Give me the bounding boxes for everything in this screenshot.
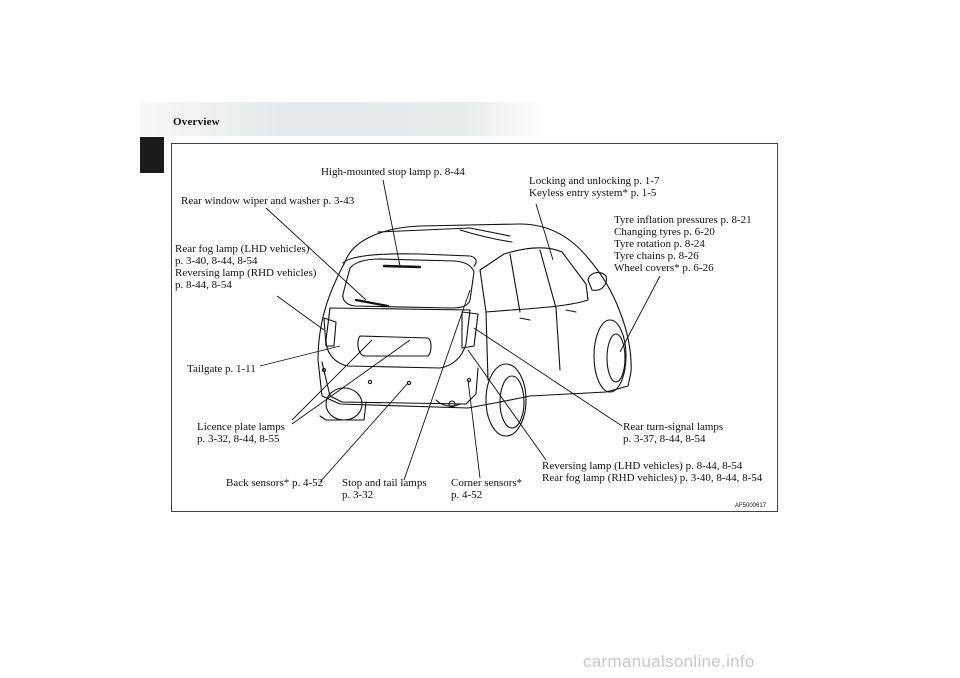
label-tyres: Tyre inflation pressures p. 8-21 Changin… (614, 214, 752, 274)
label-line: Keyless entry system* p. 1-5 (529, 187, 657, 199)
licence-plate-recess (357, 335, 432, 357)
label-line: Reversing lamp (LHD vehicles) p. 8-44, 8… (542, 460, 743, 472)
watermark[interactable]: carmanualsonline.info (583, 652, 755, 671)
label-rear-turn-signal: Rear turn-signal lamps p. 3-37, 8-44, 8-… (623, 421, 723, 445)
label-back-sensors: Back sensors* p. 4-52 (226, 477, 324, 489)
page-section-title: Overview (173, 116, 220, 128)
label-corner-sensors: Corner sensors* p. 4-52 (451, 477, 522, 501)
side-mirror (587, 271, 607, 291)
label-line: p. 3-40, 8-44, 8-54 (175, 255, 258, 267)
header-band (140, 102, 548, 136)
rear-wiper (354, 298, 390, 308)
label-line: Changing tyres p. 6-20 (614, 226, 715, 238)
label-line: p. 3-32, 8-44, 8-55 (197, 433, 280, 445)
label-line: Rear turn-signal lamps (623, 421, 724, 433)
front-right-wheel (593, 319, 627, 393)
label-high-mounted-stop-lamp: High-mounted stop lamp p. 8-44 (321, 166, 465, 178)
label-line: Reversing lamp (RHD vehicles) (175, 267, 317, 279)
label-line: Rear fog lamp (RHD vehicles) p. 3-40, 8-… (542, 472, 763, 484)
label-stop-tail-lamps: Stop and tail lamps p. 3-32 (342, 477, 427, 501)
label-line: Corner sensors* (451, 477, 523, 489)
label-reversing-lamp-lhd: Reversing lamp (LHD vehicles) p. 8-44, 8… (542, 460, 762, 484)
label-line: p. 8-44, 8-54 (175, 279, 232, 291)
right-tail-lamp (461, 311, 479, 349)
label-line: Tyre chains p. 8-26 (614, 250, 699, 262)
tailgate-panel (325, 307, 471, 369)
label-line: p. 3-32 (342, 489, 374, 501)
high-mounted-stop-lamp (382, 264, 422, 269)
label-rear-fog-lamp-lhd: Rear fog lamp (LHD vehicles) p. 3-40, 8-… (175, 243, 316, 291)
label-line: Stop and tail lamps (342, 477, 427, 489)
roof-rail (377, 227, 511, 237)
label-line: Rear fog lamp (LHD vehicles) (175, 243, 310, 255)
left-tail-lamp (323, 317, 337, 347)
label-line: Tyre rotation p. 8-24 (614, 238, 705, 250)
section-tab-marker (140, 137, 164, 173)
label-line: Locking and unlocking p. 1-7 (529, 175, 660, 187)
label-tailgate: Tailgate p. 1-11 (187, 363, 256, 375)
label-line: Wheel covers* p. 6-26 (614, 262, 714, 274)
rear-right-wheel (485, 363, 527, 437)
label-locking-unlocking: Locking and unlocking p. 1-7 Keyless ent… (529, 175, 659, 199)
label-line: p. 3-37, 8-44, 8-54 (623, 433, 706, 445)
figure-code: AF5000617 (735, 503, 767, 509)
label-line: p. 4-52 (451, 489, 483, 501)
label-licence-plate-lamps: Licence plate lamps p. 3-32, 8-44, 8-55 (197, 421, 285, 445)
rear-window (342, 258, 475, 309)
label-line: Licence plate lamps (197, 421, 285, 433)
car-body-outline (317, 223, 632, 409)
label-line: Tyre inflation pressures p. 8-21 (614, 214, 752, 226)
rear-bumper (321, 361, 479, 405)
spoiler (342, 253, 477, 267)
label-rear-window-wiper: Rear window wiper and washer p. 3-43 (181, 195, 355, 207)
side-window (479, 247, 589, 313)
figure-frame (171, 143, 778, 512)
